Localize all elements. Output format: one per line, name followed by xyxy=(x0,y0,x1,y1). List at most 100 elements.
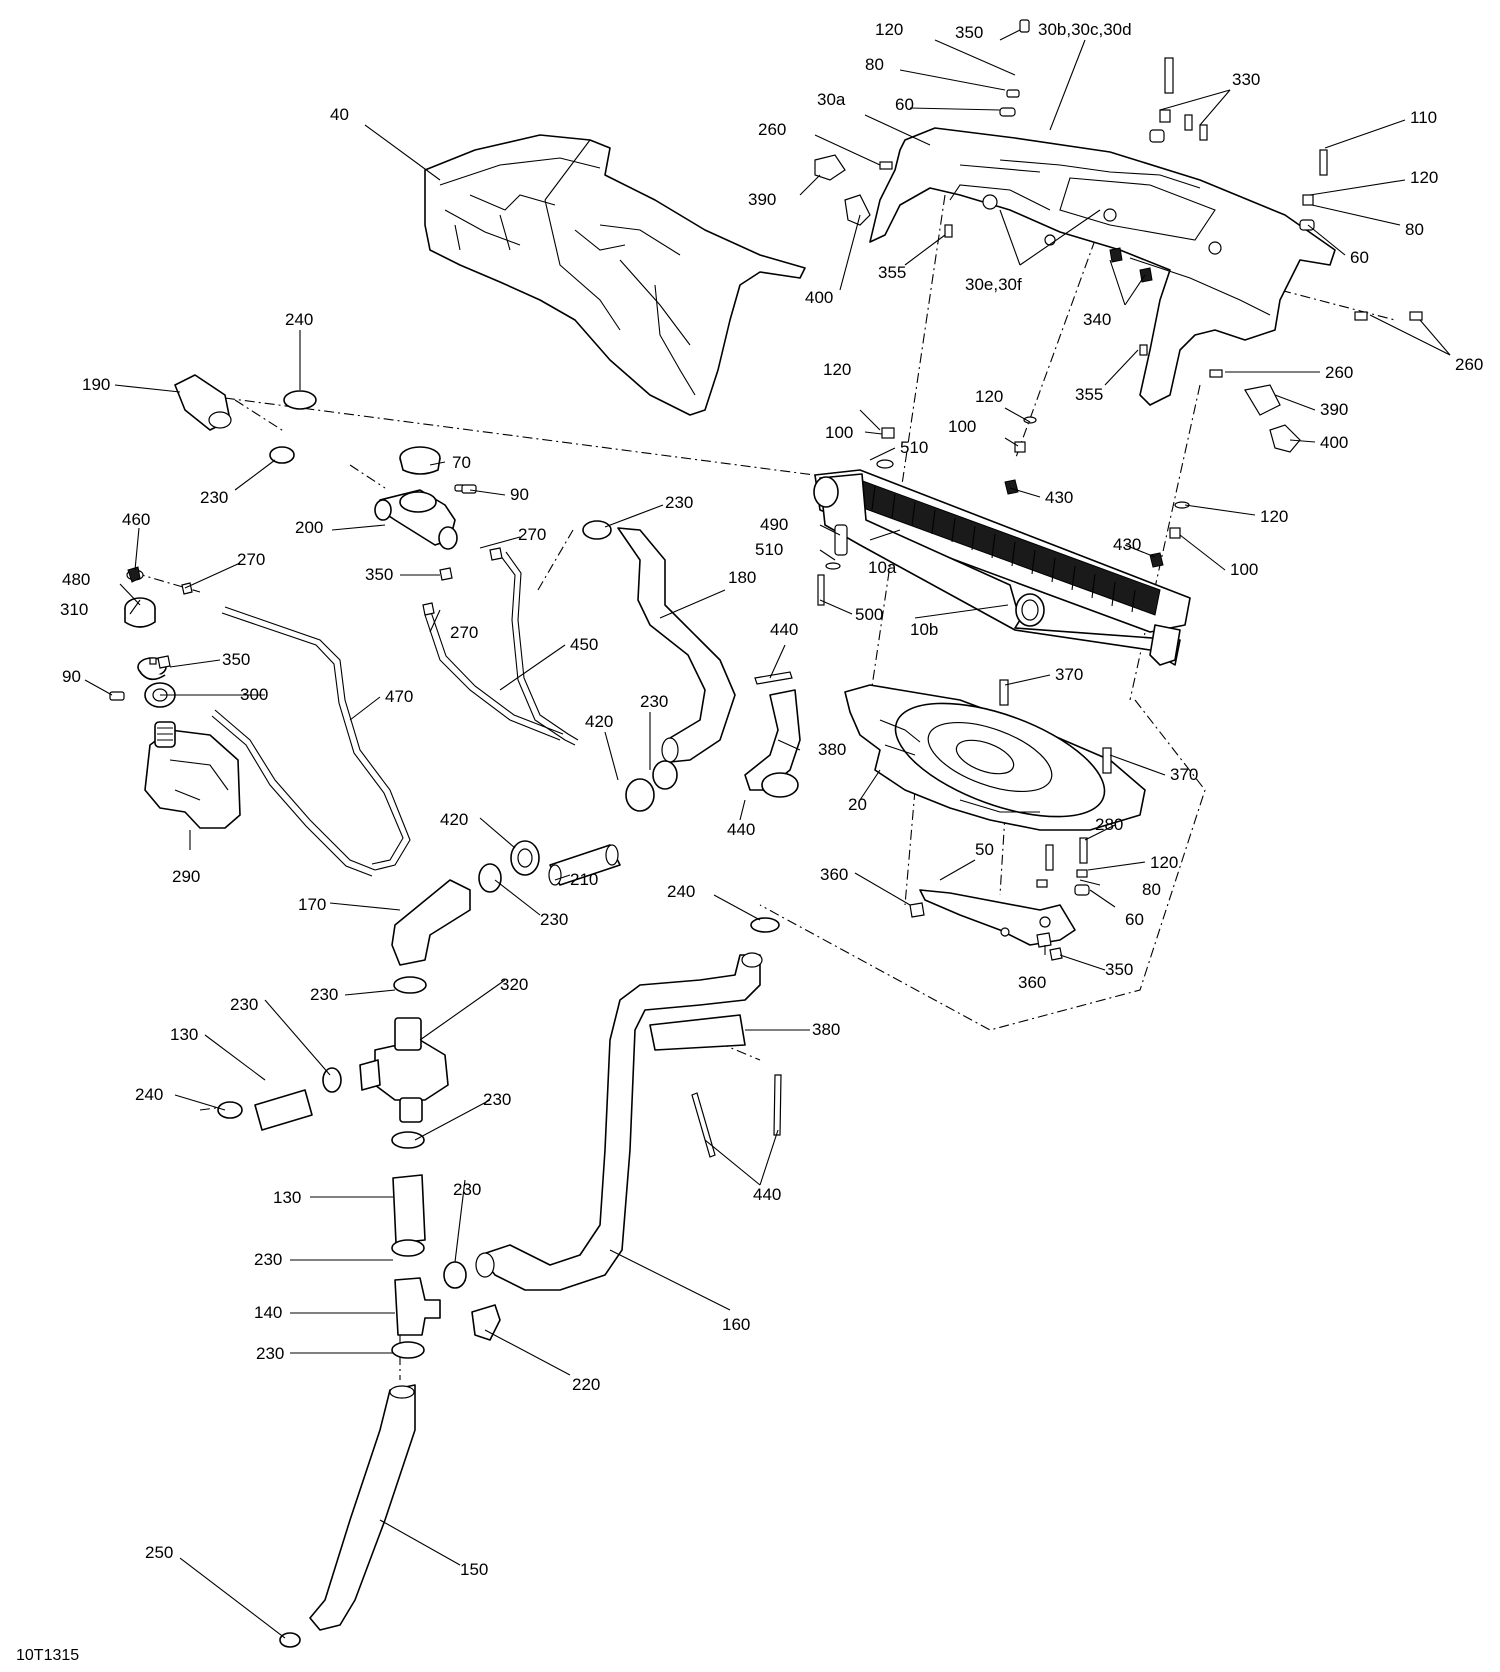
callout-60: 60 xyxy=(1125,910,1144,929)
callout-260: 260 xyxy=(758,120,786,139)
callout-100: 100 xyxy=(1230,560,1258,579)
callout-300: 300 xyxy=(240,685,268,704)
callout-470: 470 xyxy=(385,687,413,706)
callout-200: 200 xyxy=(295,518,323,537)
callout-220: 220 xyxy=(572,1375,600,1394)
callout-460: 460 xyxy=(122,510,150,529)
callout-355: 355 xyxy=(878,263,906,282)
callout-400: 400 xyxy=(1320,433,1348,452)
callout-50: 50 xyxy=(975,840,994,859)
callout-430: 430 xyxy=(1113,535,1141,554)
part-50-bracket xyxy=(919,889,1076,946)
callout-380: 380 xyxy=(818,740,846,759)
callout-230: 230 xyxy=(256,1344,284,1363)
callout-100: 100 xyxy=(825,423,853,442)
callout-230: 230 xyxy=(230,995,258,1014)
callout-440: 440 xyxy=(727,820,755,839)
callout-20: 20 xyxy=(848,795,867,814)
callout-140: 140 xyxy=(254,1303,282,1322)
callout-240: 240 xyxy=(285,310,313,329)
callout-350: 350 xyxy=(222,650,250,669)
part-200-filler-neck xyxy=(374,446,466,550)
figure-id: 10T1315 xyxy=(16,1647,79,1664)
callout-120: 120 xyxy=(875,20,903,39)
callout-130: 130 xyxy=(273,1188,301,1207)
callout-310: 310 xyxy=(60,600,88,619)
callout-170: 170 xyxy=(298,895,326,914)
callout-510: 510 xyxy=(755,540,783,559)
callout-260: 260 xyxy=(1325,363,1353,382)
callout-90: 90 xyxy=(62,667,81,686)
callout-30a: 30a xyxy=(817,90,846,109)
callout-340: 340 xyxy=(1083,310,1111,329)
callout-120: 120 xyxy=(1150,853,1178,872)
callout-420: 420 xyxy=(585,712,613,731)
callout-210: 210 xyxy=(570,870,598,889)
callout-230: 230 xyxy=(310,985,338,1004)
callout-80: 80 xyxy=(1405,220,1424,239)
part-40-shroud xyxy=(424,134,806,416)
callout-350: 350 xyxy=(955,23,983,42)
callout-labels: 120 350 30b,30c,30d 80 30a 60 330 110 12… xyxy=(60,20,1483,1579)
callout-290: 290 xyxy=(172,867,200,886)
part-20-fan xyxy=(844,684,1146,831)
clamps xyxy=(144,390,799,1648)
callout-440: 440 xyxy=(753,1185,781,1204)
callout-330: 330 xyxy=(1232,70,1260,89)
callout-440: 440 xyxy=(770,620,798,639)
callout-120: 120 xyxy=(823,360,851,379)
callout-230: 230 xyxy=(483,1090,511,1109)
callout-250: 250 xyxy=(145,1543,173,1562)
callout-270: 270 xyxy=(518,525,546,544)
callout-30b-30c-30d: 30b,30c,30d xyxy=(1038,20,1132,39)
callout-360: 360 xyxy=(820,865,848,884)
callout-120: 120 xyxy=(1260,507,1288,526)
callout-180: 180 xyxy=(728,568,756,587)
callout-380: 380 xyxy=(812,1020,840,1039)
leader-lines xyxy=(84,29,1451,1639)
callout-420: 420 xyxy=(440,810,468,829)
part-320-thermostat xyxy=(254,1017,501,1341)
callout-80: 80 xyxy=(1142,880,1161,899)
callout-90: 90 xyxy=(510,485,529,504)
callout-320: 320 xyxy=(500,975,528,994)
callout-490: 490 xyxy=(760,515,788,534)
callout-390: 390 xyxy=(748,190,776,209)
callout-500: 500 xyxy=(855,605,883,624)
callout-510: 510 xyxy=(900,438,928,457)
callout-230: 230 xyxy=(254,1250,282,1269)
callout-360: 360 xyxy=(1018,973,1046,992)
callout-230: 230 xyxy=(540,910,568,929)
callout-60: 60 xyxy=(1350,248,1369,267)
callout-260: 260 xyxy=(1455,355,1483,374)
callout-40: 40 xyxy=(330,105,349,124)
callout-240: 240 xyxy=(135,1085,163,1104)
callout-370: 370 xyxy=(1170,765,1198,784)
callout-230: 230 xyxy=(665,493,693,512)
callout-160: 160 xyxy=(722,1315,750,1334)
callout-120: 120 xyxy=(975,387,1003,406)
callout-130: 130 xyxy=(170,1025,198,1044)
callout-150: 150 xyxy=(460,1560,488,1579)
callout-80: 80 xyxy=(865,55,884,74)
callout-270: 270 xyxy=(450,623,478,642)
callout-450: 450 xyxy=(570,635,598,654)
part-30-support-frame xyxy=(869,127,1336,406)
part-290-reservoir xyxy=(144,721,241,829)
hoses xyxy=(174,374,801,1631)
callout-100: 100 xyxy=(948,417,976,436)
callout-270: 270 xyxy=(237,550,265,569)
callout-30e-30f: 30e,30f xyxy=(965,275,1022,294)
callout-370: 370 xyxy=(1055,665,1083,684)
callout-430: 430 xyxy=(1045,488,1073,507)
callout-10a: 10a xyxy=(868,558,897,577)
part-10-radiator xyxy=(813,469,1191,666)
reservoir-cap-parts xyxy=(124,566,167,681)
callout-190: 190 xyxy=(82,375,110,394)
callout-230: 230 xyxy=(453,1180,481,1199)
callout-110: 110 xyxy=(1410,108,1437,127)
callout-355: 355 xyxy=(1075,385,1103,404)
callout-230: 230 xyxy=(640,692,668,711)
callout-10b: 10b xyxy=(910,620,938,639)
